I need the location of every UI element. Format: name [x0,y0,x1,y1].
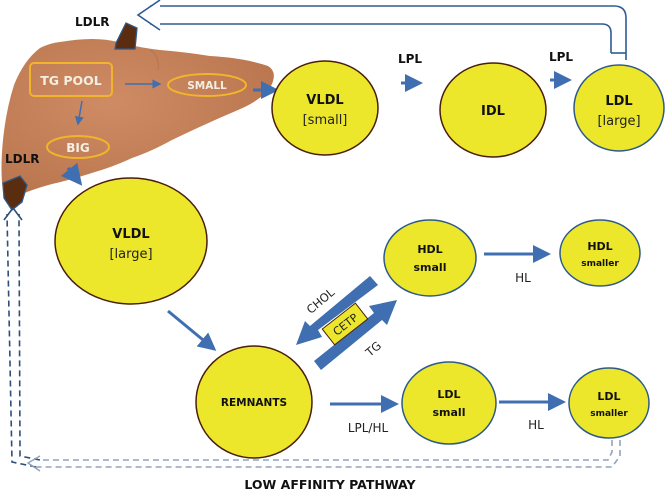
cetp-box [321,302,369,346]
ldl-large-label-2: [large] [597,114,640,129]
tg-label: TG [362,338,384,360]
ldl-large-particle [573,64,665,152]
ldlr-top-label: LDLR [75,15,110,29]
tg-pool-label: TG POOL [40,73,102,88]
remnants-particle [195,345,313,459]
ldl-smaller-particle [568,367,650,439]
vldl-small-label-1: VLDL [306,93,343,108]
hdl-small-label-1: HDL [417,243,442,256]
lpl-label-1: LPL [398,52,422,66]
ldl-smaller-label-1: LDL [597,390,620,403]
big-label: BIG [66,141,89,155]
ldlr-bottom-receptor [2,175,28,211]
ldl-small-label-1: LDL [437,388,460,401]
idl-label: IDL [481,104,505,119]
ldlr-top-receptor [114,22,138,50]
tg-arrow [314,300,397,370]
hl-ldl-label: HL [528,418,544,432]
lpl-label-2: LPL [549,50,573,64]
vldl-large-particle [54,177,208,305]
low-affinity-pathway-label: LOW AFFINITY PATHWAY [244,477,416,492]
ldl-small-label-2: small [433,406,466,419]
small-ellipse [167,73,247,97]
tg-pool-box [29,62,113,97]
hdl-smaller-label-1: HDL [587,240,612,253]
vldl-small-particle [271,60,379,156]
hdl-small-particle [383,219,477,297]
ldl-small-particle [401,361,497,445]
big-ellipse [46,135,110,159]
idl-particle [439,62,547,158]
vldl-large-to-remnants-arrow [167,309,217,351]
hdl-small-label-2: small [414,261,447,274]
liver-to-vldl-large-arrow [60,162,83,186]
hdl-smaller-label-2: smaller [581,259,619,269]
vldl-small-label-2: [small] [303,113,348,128]
vldl-large-label-1: VLDL [112,227,149,242]
cetp-exchange: CETP CHOL TG [296,276,397,370]
remnants-label: REMNANTS [221,397,287,409]
vldl-large-label-2: [large] [109,247,152,262]
low-affinity-pathway-arrow [3,206,621,472]
ldl-large-return-arrow [136,0,627,60]
ldlr-bottom-label: LDLR [5,152,40,166]
ldl-large-label-1: LDL [605,94,632,109]
chol-arrow [296,276,378,345]
small-label: SMALL [187,80,227,92]
hl-hdl-label: HL [515,271,531,285]
pool-to-big-arrow [74,100,84,126]
lpl-hl-label: LPL/HL [348,421,389,435]
hdl-smaller-particle [559,219,641,287]
ldl-smaller-label-2: smaller [590,409,628,419]
